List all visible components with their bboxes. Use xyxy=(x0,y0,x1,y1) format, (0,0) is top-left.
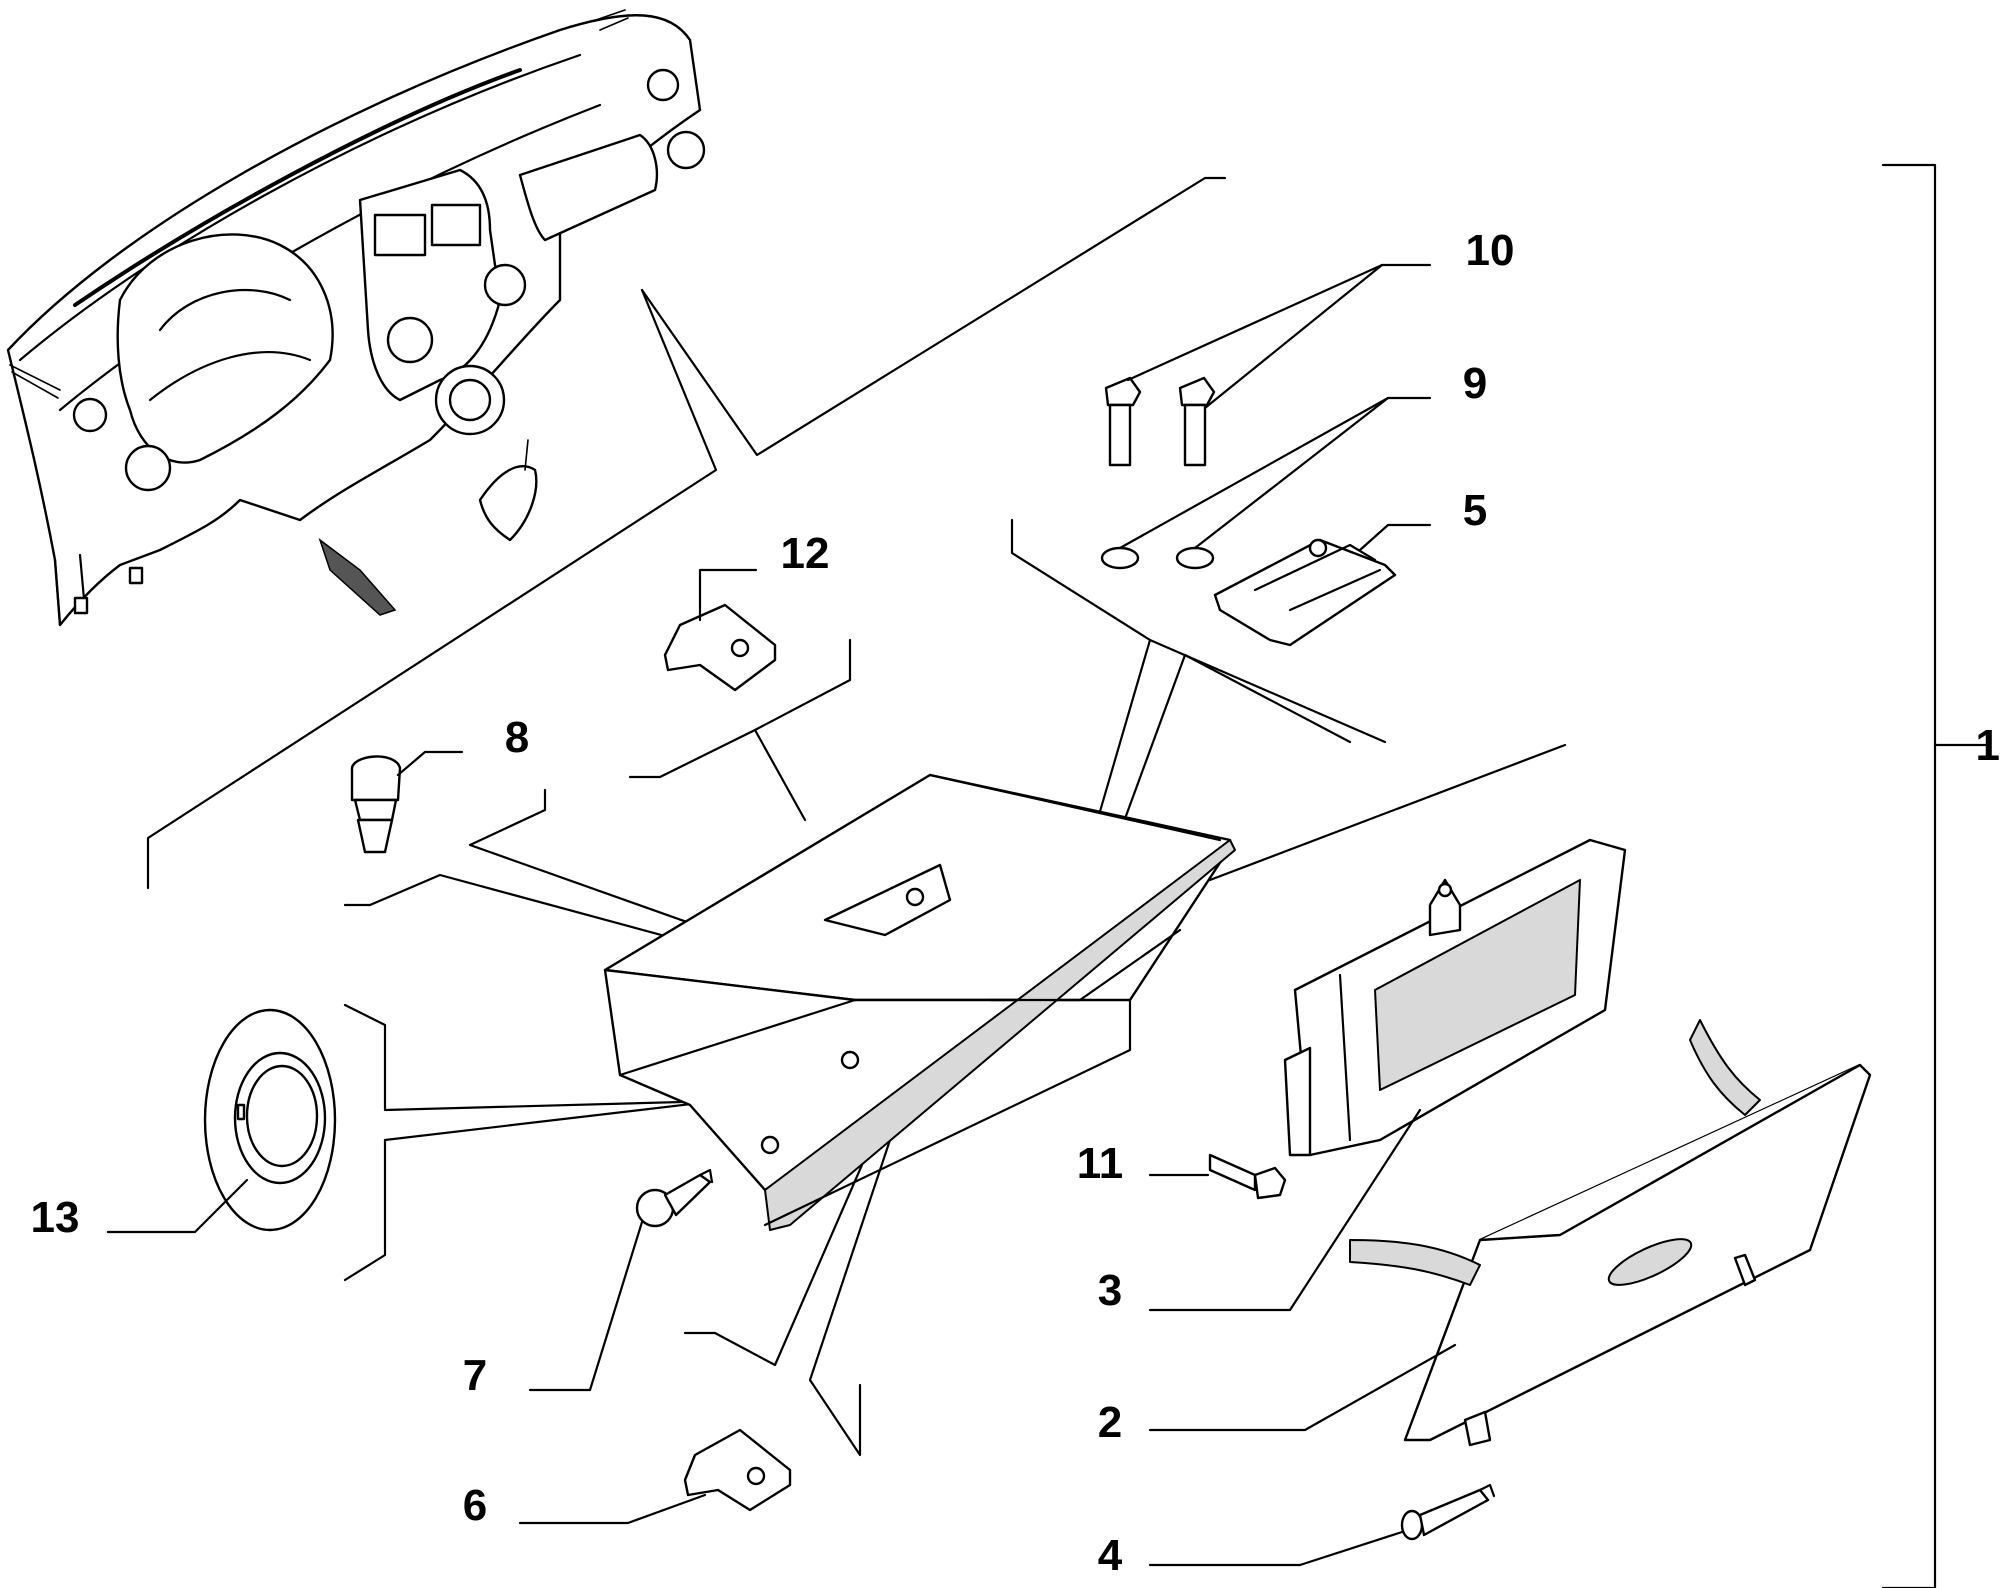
callout-7: 7 xyxy=(463,1351,487,1400)
callout-12: 12 xyxy=(781,529,830,578)
part-9-washers xyxy=(1100,396,1432,570)
part-6-clip xyxy=(518,1428,792,1525)
callout-2: 2 xyxy=(1098,1398,1122,1447)
part-2-door xyxy=(1148,1019,1872,1447)
callout-labels: 1 2 3 4 5 6 7 8 9 10 11 12 13 xyxy=(31,226,2000,1580)
callout-11: 11 xyxy=(1077,1139,1124,1188)
callout-5: 5 xyxy=(1463,486,1487,535)
part-5-bracket xyxy=(1213,523,1432,647)
callout-1: 1 xyxy=(1976,721,2000,770)
callout-9: 9 xyxy=(1463,359,1487,408)
callout-10: 10 xyxy=(1466,226,1515,275)
part-3-insert xyxy=(1148,838,1627,1312)
grouping-lines xyxy=(146,176,1567,1457)
part-8-buffer xyxy=(350,750,464,854)
callout-4: 4 xyxy=(1098,1531,1123,1580)
part-10-bolts xyxy=(1104,263,1432,467)
dashboard-assembly xyxy=(6,9,706,627)
glove-box-frame xyxy=(603,773,1236,1231)
part-12-clip xyxy=(663,568,777,692)
part-7-screw xyxy=(528,1168,714,1392)
part-4-pin xyxy=(1148,1483,1496,1567)
callout-13: 13 xyxy=(31,1193,80,1242)
assembly-bracket xyxy=(1881,163,1992,1588)
part-13-ring xyxy=(106,1008,337,1234)
part-11-bolt xyxy=(1148,1153,1287,1200)
callout-6: 6 xyxy=(463,1481,487,1530)
callout-8: 8 xyxy=(505,713,529,762)
callout-3: 3 xyxy=(1098,1266,1122,1315)
